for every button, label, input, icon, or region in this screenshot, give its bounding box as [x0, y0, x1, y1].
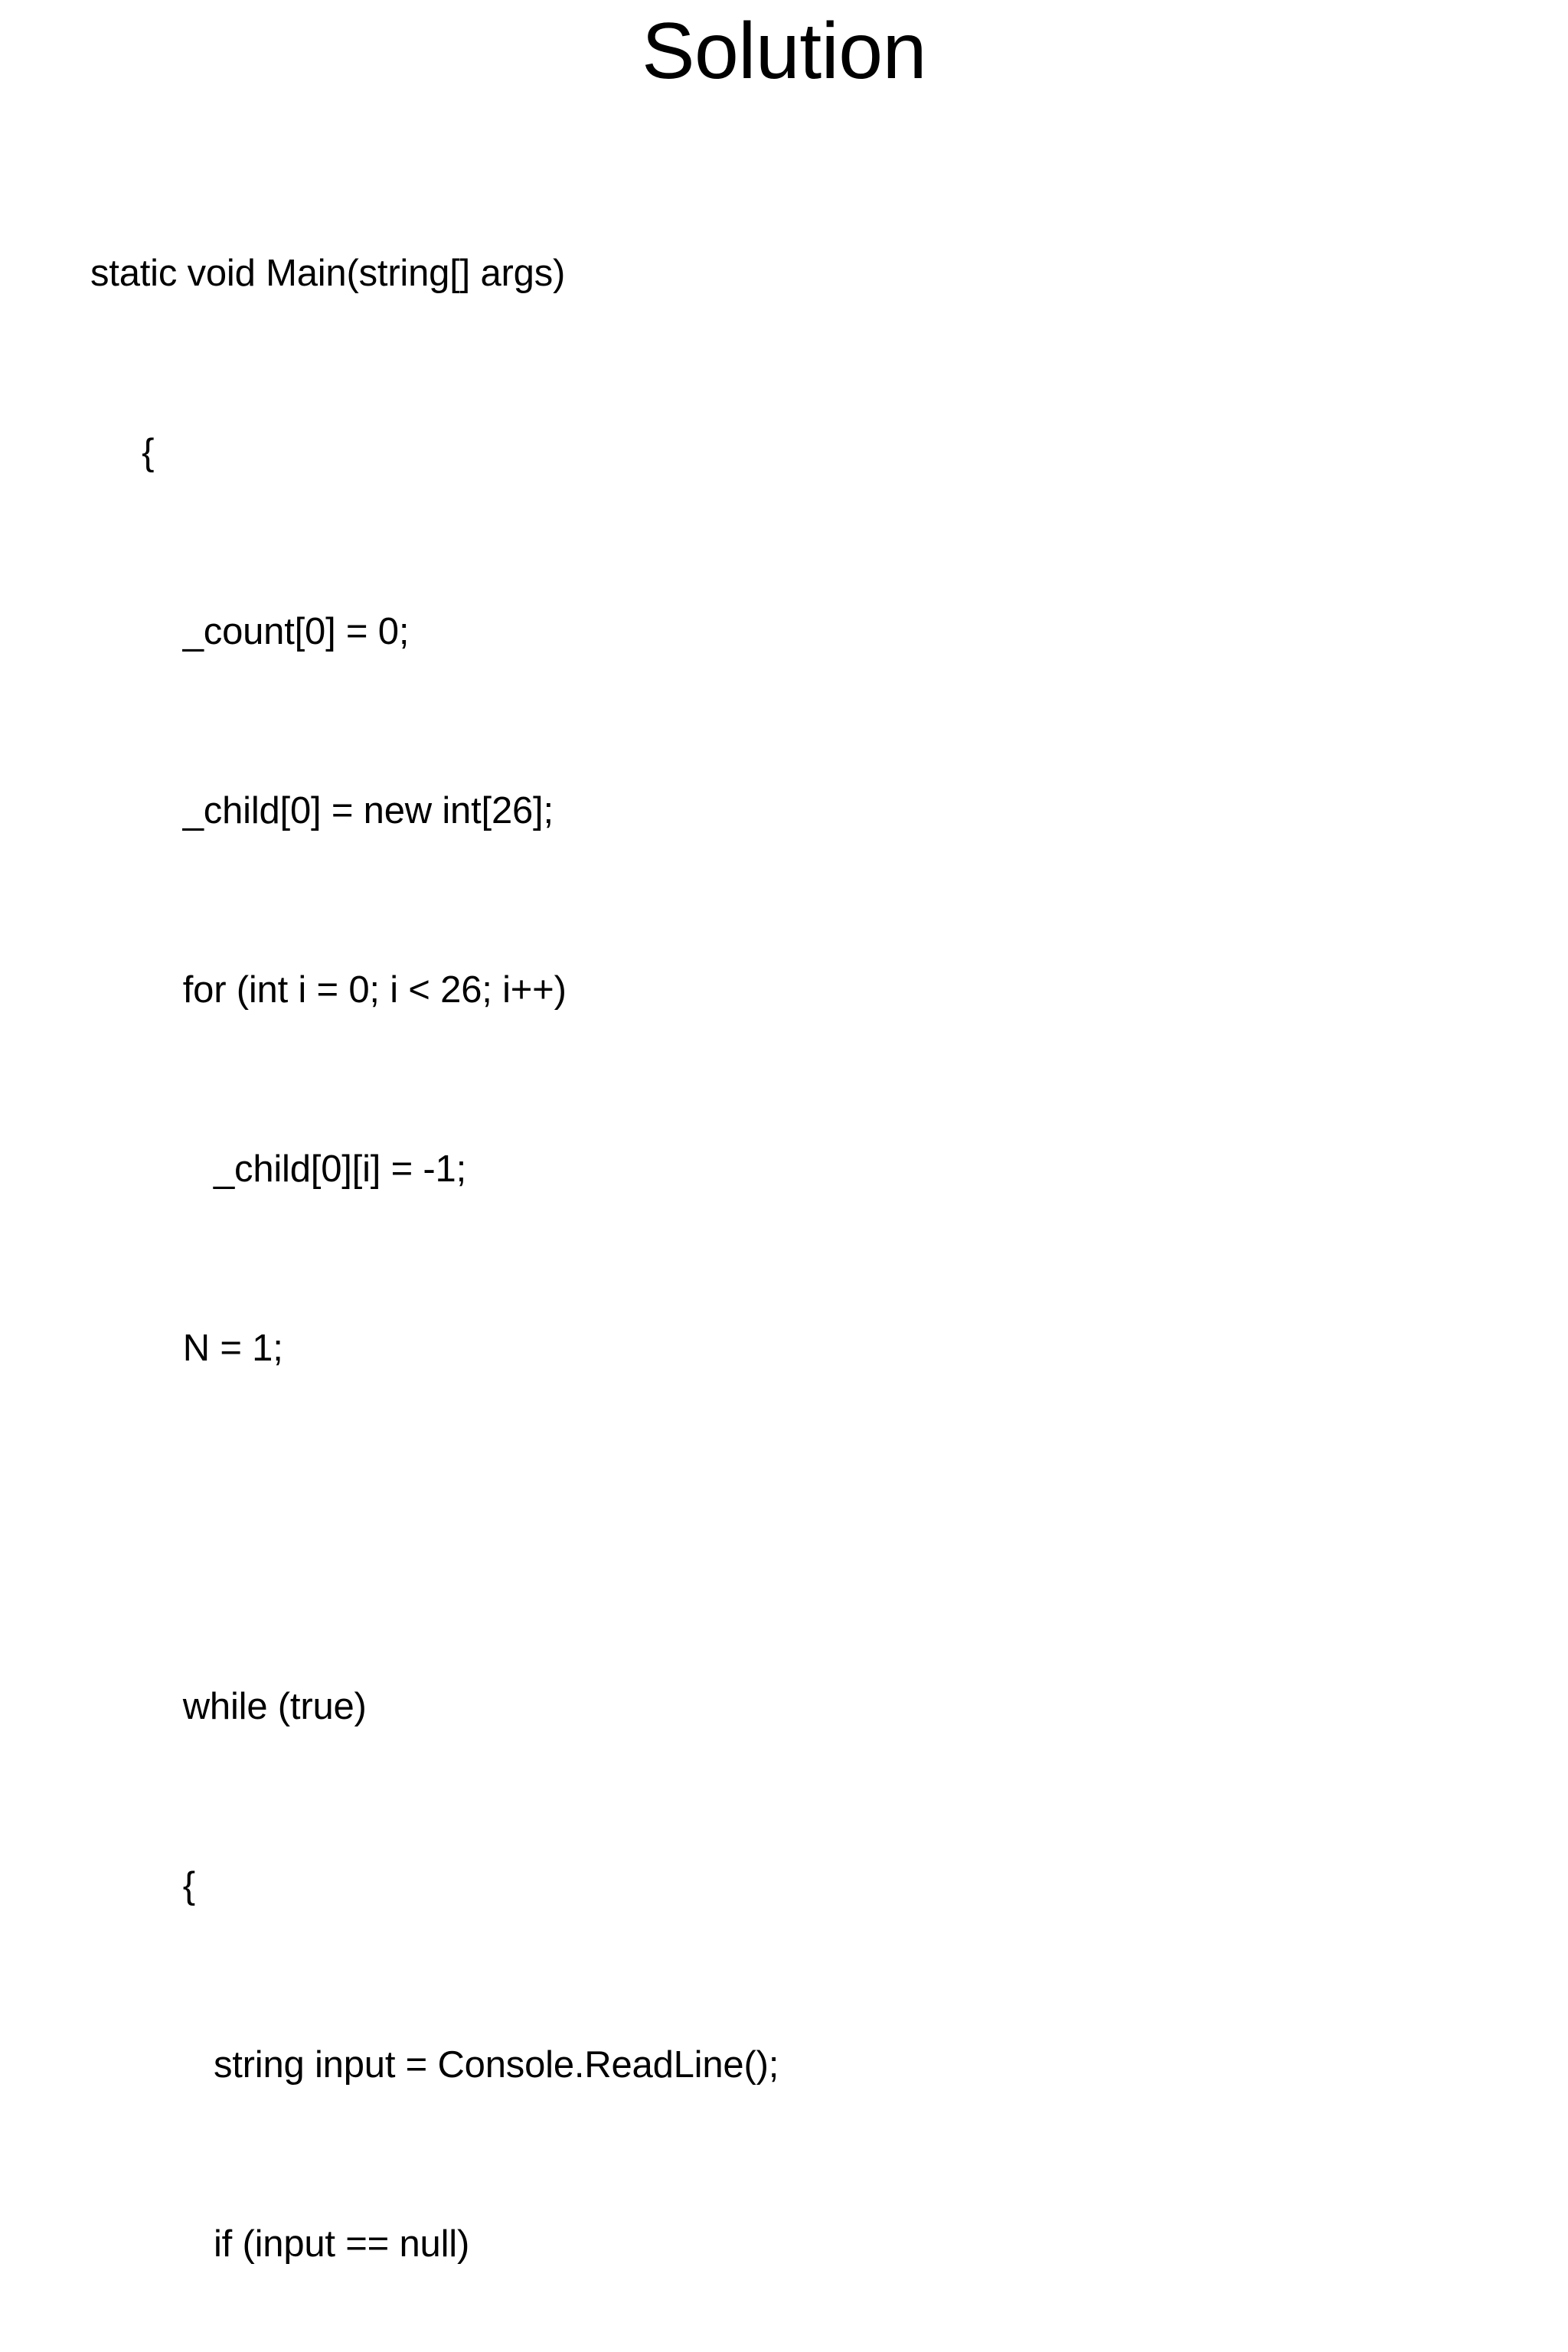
code-line: {: [90, 432, 155, 473]
code-line: string input = Console.ReadLine();: [90, 2044, 779, 2086]
page-title: Solution: [642, 7, 926, 96]
code-block: static void Main(string[] args) { _count…: [90, 124, 1491, 2352]
code-line: _count[0] = 0;: [90, 611, 410, 652]
code-line: while (true): [90, 1686, 367, 1727]
code-line: N = 1;: [90, 1328, 283, 1369]
code-line: {: [90, 1865, 195, 1906]
code-line: _child[0][i] = -1;: [90, 1148, 467, 1190]
code-line: if (input == null): [90, 2223, 470, 2265]
code-line: for (int i = 0; i < 26; i++): [90, 969, 567, 1011]
code-line: static void Main(string[] args): [90, 253, 566, 294]
slide-root: Solution static void Main(string[] args)…: [90, 7, 927, 2265]
code-line: _child[0] = new int[26];: [90, 790, 554, 831]
code-line-blank: [90, 1498, 1491, 1557]
